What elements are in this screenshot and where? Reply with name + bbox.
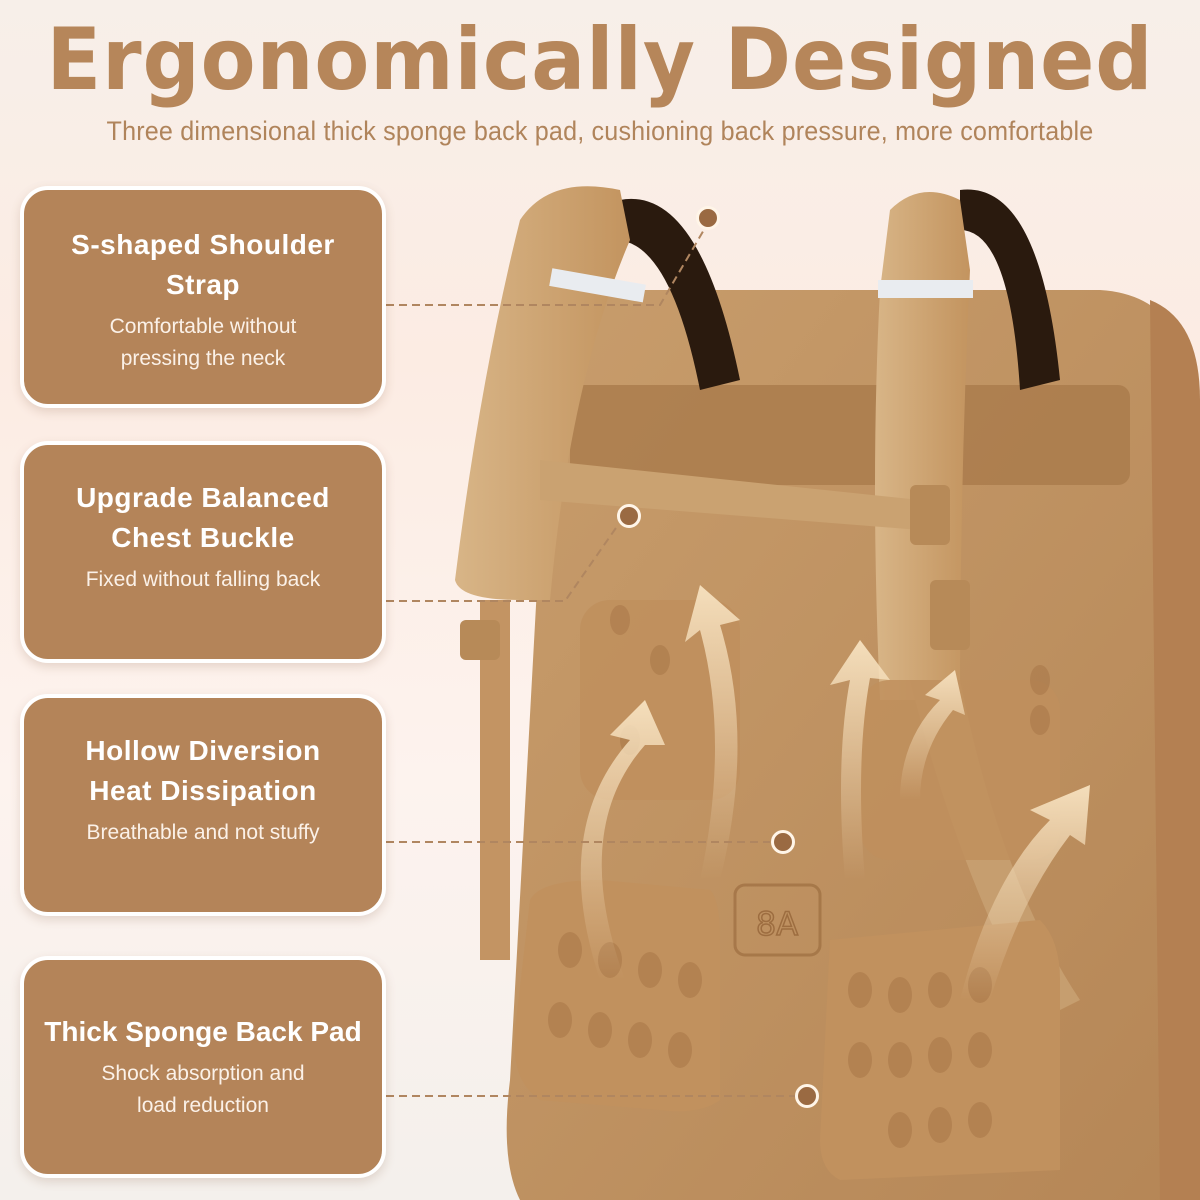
feature-title-line: Heat Dissipation bbox=[89, 775, 317, 806]
callout-marker-icon bbox=[617, 504, 641, 528]
feature-desc-line: Fixed without falling back bbox=[85, 568, 321, 591]
backpack-image: 8A bbox=[400, 180, 1200, 1200]
emboss-label: 8A bbox=[756, 905, 798, 943]
feature-desc-line: pressing the neck bbox=[120, 347, 286, 370]
feature-title-line: Upgrade Balanced bbox=[76, 482, 330, 513]
feature-description: Fixed without falling back bbox=[24, 564, 382, 596]
feature-title-line: S-shaped Shoulder bbox=[71, 229, 335, 260]
callout-marker-icon bbox=[696, 206, 720, 230]
callout-marker-icon bbox=[771, 830, 795, 854]
feature-title: S-shaped Shoulder Strap bbox=[24, 225, 382, 305]
airflow-arrow-icon bbox=[580, 585, 1090, 1000]
feature-title: Hollow Diversion Heat Dissipation bbox=[24, 731, 382, 811]
feature-card-chest-buckle: Upgrade Balanced Chest Buckle Fixed with… bbox=[20, 441, 386, 663]
feature-card-shoulder-strap: S-shaped Shoulder Strap Comfortable with… bbox=[20, 186, 386, 408]
feature-card-heat-dissipation: Hollow Diversion Heat Dissipation Breath… bbox=[20, 694, 386, 916]
page-subtitle: Three dimensional thick sponge back pad,… bbox=[106, 116, 1094, 146]
feature-title: Thick Sponge Back Pad bbox=[24, 1012, 382, 1052]
feature-card-back-pad: Thick Sponge Back Pad Shock absorption a… bbox=[20, 956, 386, 1178]
callout-marker-icon bbox=[795, 1084, 819, 1108]
feature-description: Breathable and not stuffy bbox=[24, 817, 382, 849]
feature-desc-line: load reduction bbox=[137, 1094, 269, 1117]
feature-desc-line: Breathable and not stuffy bbox=[86, 821, 320, 844]
feature-title-line: Thick Sponge Back Pad bbox=[44, 1016, 362, 1047]
feature-description: Shock absorption and load reduction bbox=[24, 1058, 382, 1122]
feature-title: Upgrade Balanced Chest Buckle bbox=[24, 478, 382, 558]
feature-title-line: Strap bbox=[165, 269, 241, 300]
feature-description: Comfortable without pressing the neck bbox=[24, 311, 382, 375]
feature-title-line: Hollow Diversion bbox=[85, 735, 321, 766]
page-title: Ergonomically Designed bbox=[46, 10, 1154, 110]
feature-title-line: Chest Buckle bbox=[111, 522, 295, 553]
feature-desc-line: Shock absorption and bbox=[101, 1062, 305, 1085]
feature-desc-line: Comfortable without bbox=[109, 315, 297, 338]
